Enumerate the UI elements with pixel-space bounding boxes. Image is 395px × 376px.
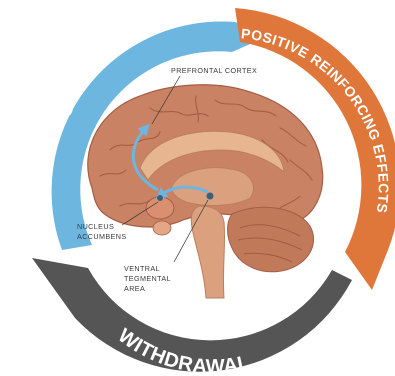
vta-label-line1: VENTRAL (124, 264, 160, 273)
amygdala-region (153, 221, 171, 235)
prefrontal-cortex-label: PREFRONTAL CORTEX (171, 66, 257, 75)
nucleus-accumbens-label-line1: NUCLEUS (77, 222, 114, 231)
nucleus-accumbens-label-line2: ACCUMBENS (77, 232, 127, 241)
vta-label-line3: AREA (124, 284, 145, 293)
vta-label-line2: TEGMENTAL (124, 274, 171, 283)
nucleus-accumbens-dot (157, 195, 163, 201)
brainstem (191, 206, 224, 298)
vta-dot (207, 193, 214, 200)
brain-illustration (88, 85, 323, 298)
